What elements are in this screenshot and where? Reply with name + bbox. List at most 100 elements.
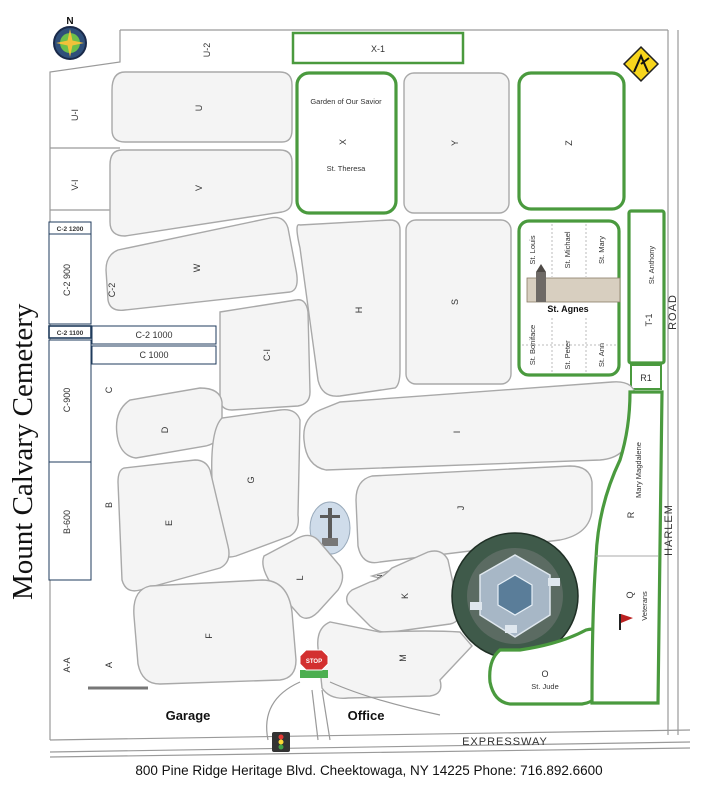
- section-r1[interactable]: R1: [630, 364, 662, 390]
- section-z[interactable]: Z: [517, 71, 626, 211]
- svg-text:C-2 1100: C-2 1100: [57, 330, 84, 337]
- svg-text:Z: Z: [564, 140, 574, 146]
- mausoleum-aerial-circle: [451, 532, 579, 660]
- svg-text:O: O: [541, 669, 548, 679]
- svg-text:N: N: [375, 574, 384, 579]
- svg-text:St. Michael: St. Michael: [563, 231, 572, 268]
- svg-text:G: G: [246, 476, 256, 483]
- svg-text:St. Mary: St. Mary: [597, 236, 606, 264]
- svg-text:D: D: [160, 426, 170, 433]
- section-b-label[interactable]: B: [104, 502, 114, 508]
- section-st-agnes-block[interactable]: St. Louis St. Michael St. Mary St. Agnes…: [517, 219, 621, 377]
- stop-sign-icon: STOP: [299, 649, 329, 678]
- section-h[interactable]: H: [296, 219, 401, 397]
- svg-text:J: J: [456, 506, 466, 511]
- svg-text:W: W: [192, 263, 202, 272]
- section-a-label[interactable]: A: [104, 662, 114, 668]
- svg-text:C: C: [104, 386, 114, 393]
- section-m[interactable]: M: [317, 621, 473, 699]
- section-u[interactable]: U: [111, 71, 293, 143]
- section-v[interactable]: V: [109, 149, 293, 237]
- merge-sign-icon: [622, 45, 660, 83]
- section-g[interactable]: G: [211, 409, 301, 558]
- svg-text:B-600: B-600: [62, 510, 72, 534]
- section-i[interactable]: I: [303, 381, 637, 471]
- svg-text:L: L: [295, 575, 305, 580]
- section-s[interactable]: S: [405, 219, 512, 385]
- svg-text:St. Jude: St. Jude: [531, 682, 559, 691]
- section-v1[interactable]: V-I: [70, 179, 80, 190]
- section-t1[interactable]: T-1 St. Anthony: [627, 209, 666, 365]
- svg-text:C-900: C-900: [62, 388, 72, 413]
- traffic-light-icon: [272, 732, 290, 752]
- office-label: Office: [348, 708, 385, 723]
- svg-text:I: I: [452, 431, 462, 434]
- svg-text:U: U: [194, 105, 204, 112]
- section-e[interactable]: E: [117, 459, 230, 592]
- section-r-q[interactable]: R Mary Magdalene Q Veterans: [590, 390, 664, 705]
- road-lines: [49, 29, 691, 758]
- svg-text:K: K: [400, 593, 410, 599]
- svg-text:U-2: U-2: [202, 43, 212, 58]
- section-x[interactable]: Garden of Our Savior X St. Theresa: [295, 71, 398, 215]
- section-c2-900[interactable]: C-2 900: [48, 233, 92, 325]
- svg-text:V-I: V-I: [70, 179, 80, 190]
- svg-text:St. Peter: St. Peter: [563, 340, 572, 370]
- svg-text:H: H: [354, 307, 364, 314]
- svg-text:St. Agnes: St. Agnes: [547, 304, 588, 314]
- section-d[interactable]: D: [115, 387, 223, 459]
- road-label-harlem: HARLEM: [663, 504, 675, 556]
- svg-text:C 1000: C 1000: [139, 350, 168, 360]
- svg-text:A-A: A-A: [62, 657, 72, 672]
- svg-text:C-2 1000: C-2 1000: [135, 330, 172, 340]
- road-label-road: ROAD: [667, 294, 679, 330]
- svg-text:C-2 900: C-2 900: [62, 264, 72, 296]
- entrance-roads: [266, 681, 441, 741]
- svg-text:B: B: [104, 502, 114, 508]
- section-y[interactable]: Y: [403, 72, 510, 214]
- section-c1[interactable]: C-I: [219, 299, 311, 411]
- flag-icon: [619, 614, 633, 630]
- road-label-expressway: EXPRESSWAY: [462, 736, 548, 748]
- section-b600[interactable]: B-600: [48, 461, 92, 581]
- section-u2[interactable]: U-2: [122, 32, 290, 68]
- compass-rose-icon: [53, 26, 87, 60]
- svg-text:U-I: U-I: [70, 109, 80, 121]
- section-x1[interactable]: X-1: [291, 31, 465, 65]
- svg-text:R1: R1: [640, 373, 652, 383]
- section-c-label[interactable]: C: [104, 386, 114, 393]
- svg-text:STOP: STOP: [306, 659, 322, 665]
- svg-text:C-2: C-2: [107, 283, 117, 298]
- garage-label: Garage: [166, 708, 211, 723]
- svg-text:R: R: [626, 511, 636, 518]
- svg-text:X: X: [338, 139, 348, 145]
- svg-text:Q: Q: [625, 591, 635, 598]
- section-k[interactable]: K: [345, 550, 460, 634]
- section-u1[interactable]: U-I: [70, 109, 80, 121]
- svg-text:C-2 1200: C-2 1200: [57, 226, 84, 233]
- svg-text:Veterans: Veterans: [640, 591, 649, 621]
- svg-text:A: A: [104, 662, 114, 668]
- svg-text:St. Theresa: St. Theresa: [327, 164, 366, 173]
- section-f[interactable]: F: [133, 579, 297, 685]
- section-c2-1100[interactable]: C-2 1100: [48, 325, 92, 339]
- section-c2-label[interactable]: C-2: [107, 283, 117, 298]
- svg-text:X-1: X-1: [371, 44, 385, 54]
- svg-text:Garden of Our Savior: Garden of Our Savior: [310, 97, 382, 106]
- svg-text:S: S: [450, 299, 460, 305]
- svg-text:St. Anthony: St. Anthony: [647, 246, 656, 285]
- svg-text:Mary Magdalene: Mary Magdalene: [634, 442, 643, 498]
- svg-text:E: E: [164, 520, 174, 526]
- section-c2-1200[interactable]: C-2 1200: [48, 221, 92, 235]
- section-l[interactable]: L: [262, 534, 344, 619]
- section-c2-1000[interactable]: C-2 1000: [91, 325, 217, 345]
- section-w[interactable]: W: [105, 216, 298, 311]
- section-aa-label[interactable]: A-A: [62, 657, 72, 672]
- section-c-1000[interactable]: C 1000: [91, 345, 217, 365]
- address-line: 800 Pine Ridge Heritage Blvd. Cheektowag…: [135, 763, 602, 778]
- svg-text:F: F: [204, 633, 214, 639]
- svg-text:Y: Y: [450, 140, 460, 146]
- section-c900[interactable]: C-900: [48, 339, 92, 463]
- svg-text:St. Ann: St. Ann: [597, 343, 606, 367]
